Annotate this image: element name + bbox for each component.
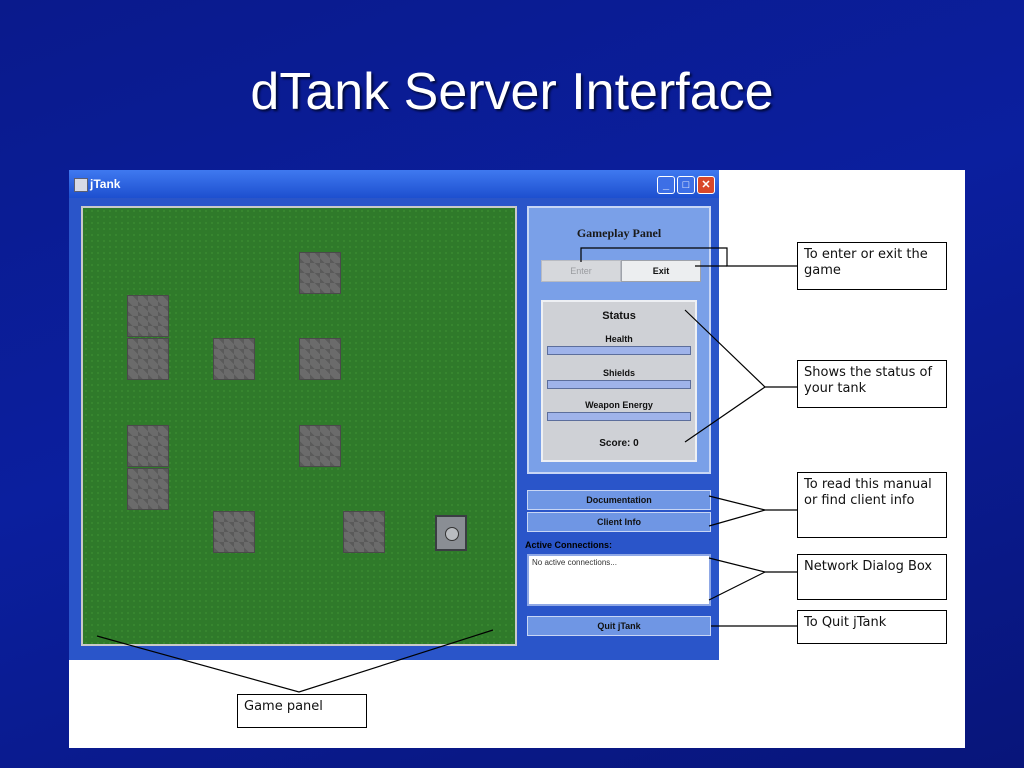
callout-enter-exit: To enter or exit the game: [797, 242, 947, 290]
score-label: Score: 0: [599, 438, 639, 449]
wall-block: [213, 338, 255, 380]
wall-block: [127, 295, 169, 337]
wall-block: [127, 338, 169, 380]
health-label: Health: [605, 334, 633, 344]
active-connections-label: Active Connections:: [525, 540, 613, 550]
shields-label: Shields: [602, 368, 635, 378]
exit-button[interactable]: Exit: [621, 260, 701, 282]
documentation-button[interactable]: Documentation: [527, 490, 711, 510]
health-bar: [547, 346, 691, 355]
wall-block: [299, 338, 341, 380]
status-title: Status: [602, 310, 636, 322]
jtank-window: jTank _ □ ✕ Gameplay Panel Enter Exit: [69, 170, 719, 660]
network-dialog-box[interactable]: No active connections...: [527, 554, 711, 606]
callout-network: Network Dialog Box: [797, 554, 947, 600]
wall-block: [127, 468, 169, 510]
gameplay-panel: Gameplay Panel Enter Exit Status Health …: [527, 206, 711, 474]
callout-status: Shows the status of your tank: [797, 360, 947, 408]
enter-button[interactable]: Enter: [541, 260, 621, 282]
client-info-button[interactable]: Client Info: [527, 512, 711, 532]
connections-text: No active connections...: [532, 558, 617, 567]
wall-block: [343, 511, 385, 553]
maximize-icon[interactable]: □: [677, 176, 695, 194]
callout-game-panel: Game panel: [237, 694, 367, 728]
wall-block: [127, 425, 169, 467]
close-icon[interactable]: ✕: [697, 176, 715, 194]
quit-button[interactable]: Quit jTank: [527, 616, 711, 636]
wall-block: [299, 252, 341, 294]
title-bar[interactable]: jTank _ □ ✕: [69, 170, 719, 198]
callout-quit: To Quit jTank: [797, 610, 947, 644]
wall-block: [299, 425, 341, 467]
shields-bar: [547, 380, 691, 389]
wall-block: [213, 511, 255, 553]
status-box: Status Health Shields Weapon Energy Scor…: [541, 300, 697, 462]
screenshot-figure: jTank _ □ ✕ Gameplay Panel Enter Exit: [69, 170, 965, 748]
game-panel[interactable]: [81, 206, 517, 646]
weapon-energy-label: Weapon Energy: [585, 400, 653, 410]
app-icon: [74, 178, 88, 192]
tank-sprite: [435, 515, 467, 551]
weapon-energy-bar: [547, 412, 691, 421]
gameplay-panel-title: Gameplay Panel: [576, 226, 662, 240]
slide-title: dTank Server Interface: [250, 63, 774, 121]
side-panel: Gameplay Panel Enter Exit Status Health …: [525, 206, 711, 646]
minimize-icon[interactable]: _: [657, 176, 675, 194]
window-title: jTank: [90, 177, 121, 191]
callout-documentation: To read this manual or find client info: [797, 472, 947, 538]
